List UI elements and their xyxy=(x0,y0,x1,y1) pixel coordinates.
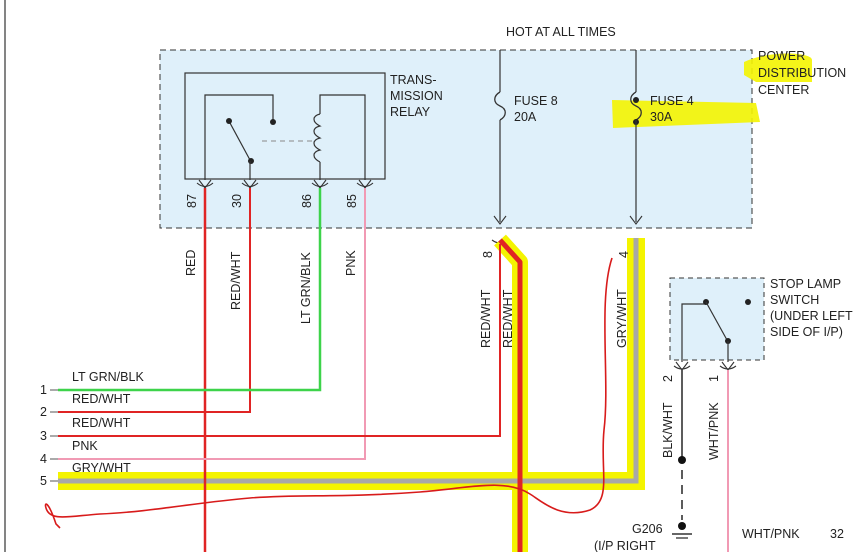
relay-label-3: RELAY xyxy=(390,105,431,119)
page-number: 32 xyxy=(830,527,844,541)
row-1-num: 1 xyxy=(40,383,47,397)
switch-arm xyxy=(705,301,728,341)
pin-30: 30 xyxy=(230,194,244,208)
pdc-box xyxy=(159,49,753,229)
relay-coil-lead-top xyxy=(319,94,366,180)
bottom-wire-label: WHT/PNK xyxy=(742,527,800,541)
wire-pnk xyxy=(58,188,366,460)
label-wht-pnk: WHT/PNK xyxy=(707,402,721,460)
switch-lead-left xyxy=(681,303,706,362)
relay-switch-arm xyxy=(229,122,251,161)
wire-red-wht-2 xyxy=(58,188,251,413)
switch-open-contact xyxy=(745,299,751,305)
relay-coil xyxy=(313,113,322,163)
switch-label-2: SWITCH xyxy=(770,293,819,307)
row-4-num: 4 xyxy=(40,452,47,466)
connector-row-stubs xyxy=(50,389,58,482)
relay-label-1: TRANS- xyxy=(390,73,437,87)
wire-red-wht-fuse8 xyxy=(498,238,523,552)
row-5-color: GRY/WHT xyxy=(72,461,131,475)
fuse8-arrow xyxy=(493,215,507,225)
switch-label-3: (UNDER LEFT xyxy=(770,309,853,323)
switch-label-4: SIDE OF I/P) xyxy=(770,325,843,339)
fuse4-symbol xyxy=(630,91,642,121)
relay-label-2: MISSION xyxy=(390,89,443,103)
ground-location: (I/P RIGHT xyxy=(594,539,656,552)
label-pnk: PNK xyxy=(344,250,358,276)
row-2-color: RED/WHT xyxy=(72,392,131,406)
label-lt-grn-blk: LT GRN/BLK xyxy=(299,252,313,324)
pdc-label-2: DISTRIBUTION xyxy=(758,66,846,80)
label-red: RED xyxy=(184,250,198,276)
row-1-color: LT GRN/BLK xyxy=(72,370,144,384)
pdc-label-1: POWER xyxy=(758,49,805,63)
stop-lamp-switch-box xyxy=(669,277,765,361)
ground-name: G206 xyxy=(632,522,663,536)
row-4-color: PNK xyxy=(72,439,98,453)
label-red-wht: RED/WHT xyxy=(229,251,243,310)
label-fuse8-wire-1: RED/WHT xyxy=(479,289,493,348)
label-blk-wht: BLK/WHT xyxy=(661,402,675,458)
fuse8-name: FUSE 8 xyxy=(514,94,558,108)
row-5-num: 5 xyxy=(40,474,47,488)
pin-87: 87 xyxy=(185,194,199,208)
wire-lt-grn-blk xyxy=(58,188,322,392)
row-2-num: 2 xyxy=(40,405,47,419)
label-fuse8-wire-2: RED/WHT xyxy=(501,289,515,348)
relay-arm-contact xyxy=(248,158,254,164)
switch-label-1: STOP LAMP xyxy=(770,277,841,291)
relay-contact-point xyxy=(270,119,276,125)
fuse4-arrow xyxy=(629,215,643,225)
relay-contact-nc xyxy=(204,94,274,180)
hot-label: HOT AT ALL TIMES xyxy=(506,25,616,39)
row-3-color: RED/WHT xyxy=(72,416,131,430)
hand-annotation xyxy=(44,257,613,529)
pdc-label-3: CENTER xyxy=(758,83,809,97)
red-wht-highlight xyxy=(494,234,528,552)
splice-dot xyxy=(678,456,686,464)
switch-pin-2: 2 xyxy=(661,375,675,382)
wire-red-wht-3 xyxy=(58,244,501,437)
wire-gry-wht xyxy=(58,238,639,484)
fuse4-name: FUSE 4 xyxy=(650,94,694,108)
pdc-label-highlight xyxy=(744,53,812,82)
relay-box xyxy=(184,72,386,180)
pin-85: 85 xyxy=(345,194,359,208)
cavity-8: 8 xyxy=(481,251,495,258)
fuse4-highlight xyxy=(612,100,760,128)
label-gry-wht: GRY/WHT xyxy=(615,289,629,348)
fuse8-amps: 20A xyxy=(514,110,537,124)
row-3-num: 3 xyxy=(40,429,47,443)
pin-86: 86 xyxy=(300,194,314,208)
fuse8-symbol xyxy=(494,91,506,121)
cavity-4: 4 xyxy=(617,251,631,258)
relay-arm-pivot xyxy=(226,118,232,124)
fuse4-amps: 30A xyxy=(650,110,673,124)
switch-pin-1: 1 xyxy=(707,375,721,382)
